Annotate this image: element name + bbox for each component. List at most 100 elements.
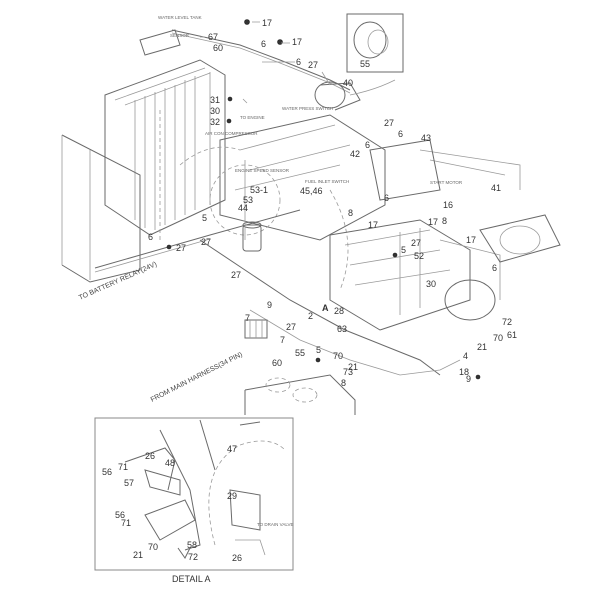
callout: 43 — [421, 133, 431, 143]
callout: 70 — [493, 333, 503, 343]
callout: 57 — [124, 478, 134, 488]
callout: 27 — [286, 322, 296, 332]
callout: 17 — [466, 235, 476, 245]
callout: 8 — [348, 208, 353, 218]
callout: 21 — [348, 362, 358, 372]
callout: 40 — [343, 78, 353, 88]
caption-start-motor: START MOTOR — [430, 180, 463, 185]
caption-to-battery-relay: TO BATTERY RELAY(24V) — [78, 261, 158, 302]
callout: 30 — [210, 106, 220, 116]
callout: 67 — [208, 32, 218, 42]
callout: 58 — [187, 540, 197, 550]
callout: 27 — [308, 60, 318, 70]
air-cleaner — [314, 79, 396, 111]
callout: 21 — [133, 550, 143, 560]
callout: 56 — [115, 510, 125, 520]
callout: 16 — [443, 200, 453, 210]
main-pump — [329, 219, 501, 331]
caption-from-main-harness: FROM MAIN HARNESS(34 PIN) — [150, 351, 244, 404]
callout: 45,46 — [300, 186, 323, 196]
callout: 31 — [210, 95, 220, 105]
callout: 63 — [337, 324, 347, 334]
callout: 9 — [267, 300, 272, 310]
detail-a-linework — [124, 419, 286, 559]
callout: 61 — [507, 330, 517, 340]
callout: 27 — [384, 118, 394, 128]
callout: 73 — [343, 367, 353, 377]
connector-block — [244, 319, 268, 339]
callout: 5 — [401, 245, 406, 255]
caption-to-engine: TO ENGINE — [240, 115, 265, 120]
callout: 52 — [414, 251, 424, 261]
callout: 70 — [333, 351, 343, 361]
fuel-tank — [61, 134, 141, 283]
callout: 2 — [308, 311, 313, 321]
callout: 42 — [350, 149, 360, 159]
callout: 56 — [102, 467, 112, 477]
main-harness — [199, 239, 441, 376]
callout: 6 — [384, 193, 389, 203]
callout: 8 — [341, 378, 346, 388]
callout: 26 — [232, 553, 242, 563]
caption-to-drain-valve: TO DRAIN VALVE — [257, 522, 294, 527]
callout: 21 — [477, 342, 487, 352]
callout: 47 — [227, 444, 237, 454]
start-motor — [419, 149, 561, 263]
callout: 17 — [368, 220, 378, 230]
callout: 44 — [238, 203, 248, 213]
callout: 71 — [121, 518, 131, 528]
filter-canister — [242, 221, 262, 252]
callout: 7 — [245, 313, 250, 323]
callout: 18 — [459, 367, 469, 377]
callout: 41 — [491, 183, 501, 193]
callout: 72 — [188, 552, 198, 562]
callout: 60 — [272, 358, 282, 368]
callout: 6 — [365, 140, 370, 150]
inset-air-cleaner — [346, 13, 404, 73]
callout-detail-a-marker: A — [322, 303, 329, 313]
callout: 28 — [334, 306, 344, 316]
callout: 27 — [411, 238, 421, 248]
callout: 6 — [492, 263, 497, 273]
caption-air-con-compressor: AIR CON COMPRESSOR — [205, 131, 258, 136]
callout: 17 — [292, 37, 302, 47]
caption-fuel-inlet-switch: FUEL INLET SWITCH — [305, 179, 349, 184]
callout: 27 — [201, 237, 211, 247]
detail-a-frame — [94, 417, 294, 571]
callout: 6 — [261, 39, 266, 49]
caption-water-press-switch: WATER PRESS SWITCH — [282, 106, 333, 111]
radiator — [104, 29, 226, 240]
callout: 17 — [262, 18, 272, 28]
callout: 29 — [227, 491, 237, 501]
battery-harness — [94, 209, 301, 269]
callout: 53 — [243, 195, 253, 205]
callout: 72 — [502, 317, 512, 327]
callout: 30 — [426, 279, 436, 289]
callout: 71 — [118, 462, 128, 472]
callout: 6 — [296, 57, 301, 67]
callout: 6 — [398, 129, 403, 139]
callout: 48 — [165, 458, 175, 468]
fasteners — [166, 19, 481, 380]
detail-a-title: DETAIL A — [172, 574, 211, 584]
caption-engine-speed-sensor: ENGINE SPEED SENSOR — [235, 168, 290, 173]
callout: 5 — [202, 213, 207, 223]
callout: 27 — [231, 270, 241, 280]
caption-water-level-tank: WATER LEVEL TANK — [158, 15, 202, 20]
callout: 27 — [176, 243, 186, 253]
callout: 32 — [210, 117, 220, 127]
callout: 55 — [295, 348, 305, 358]
callout: 7 — [280, 335, 285, 345]
callout: 55 — [360, 59, 370, 69]
caption-sensor: SENSOR — [170, 33, 190, 38]
callout: 4 — [463, 351, 468, 361]
callout: 26 — [145, 451, 155, 461]
callout: 60 — [213, 43, 223, 53]
callout: 17 — [428, 217, 438, 227]
callout: 6 — [148, 232, 153, 242]
callout: 5 — [316, 345, 321, 355]
callout: 53-1 — [250, 185, 268, 195]
